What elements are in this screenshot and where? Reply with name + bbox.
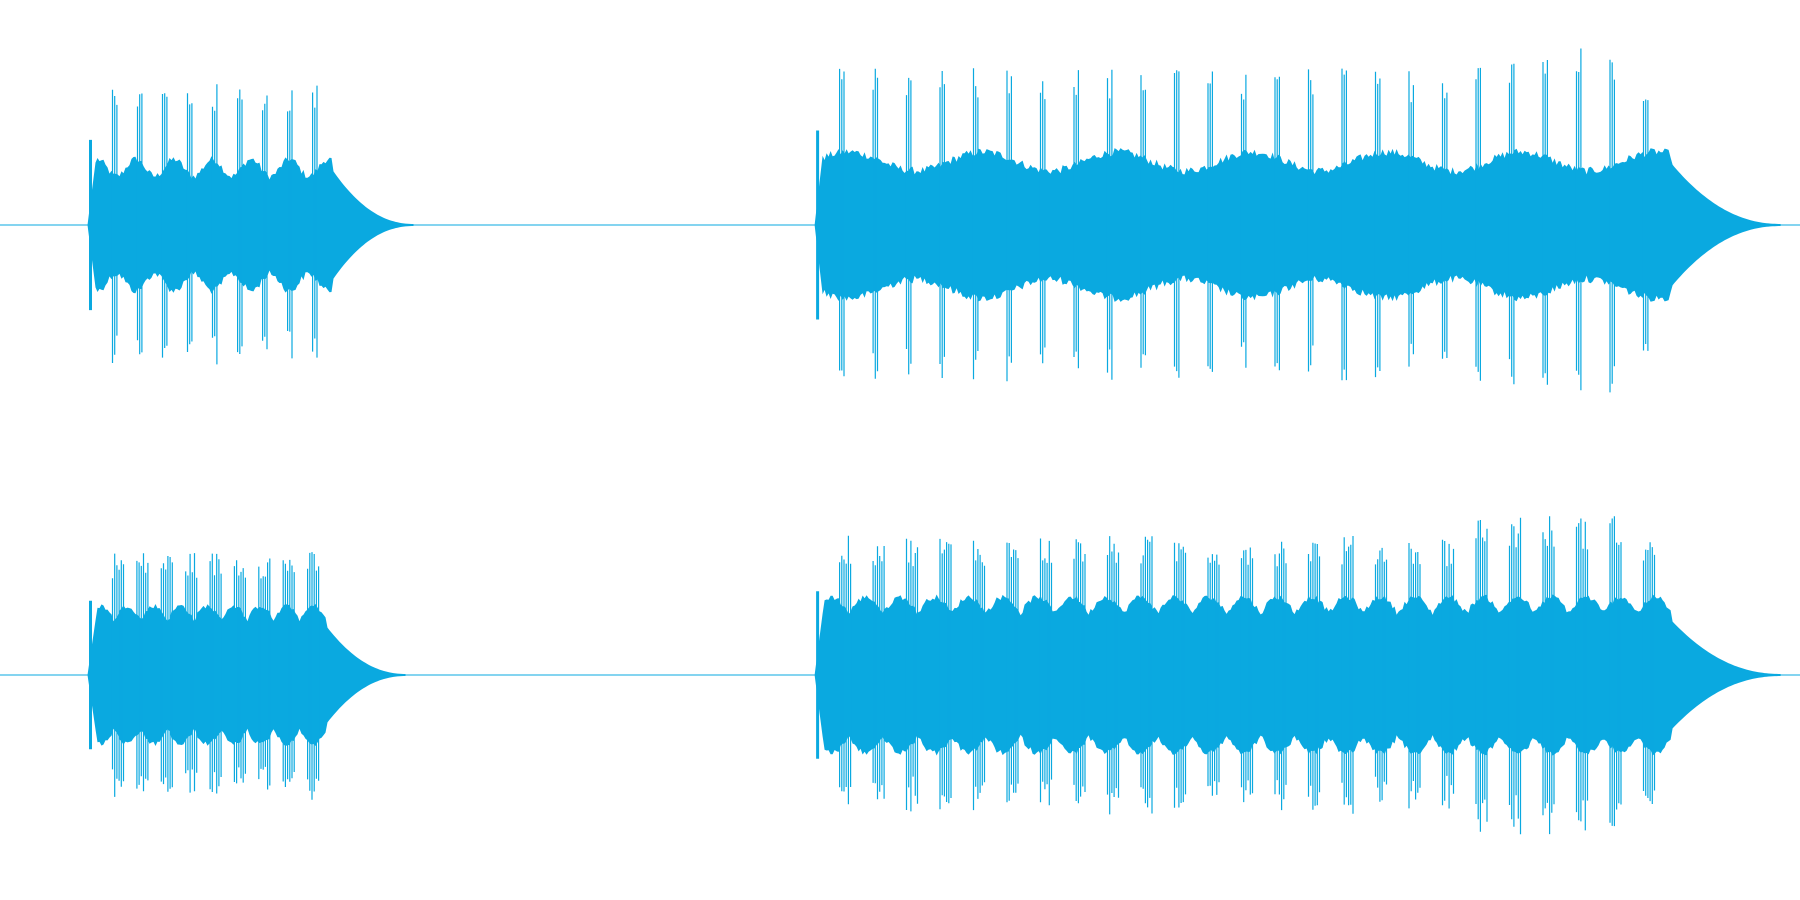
waveform-channel-2 (0, 516, 1800, 835)
waveform-channel-1 (0, 48, 1800, 393)
waveform-envelope (814, 594, 1781, 756)
waveform-envelope (87, 156, 414, 294)
waveform-envelope (87, 603, 406, 747)
waveform-envelope (814, 148, 1781, 302)
